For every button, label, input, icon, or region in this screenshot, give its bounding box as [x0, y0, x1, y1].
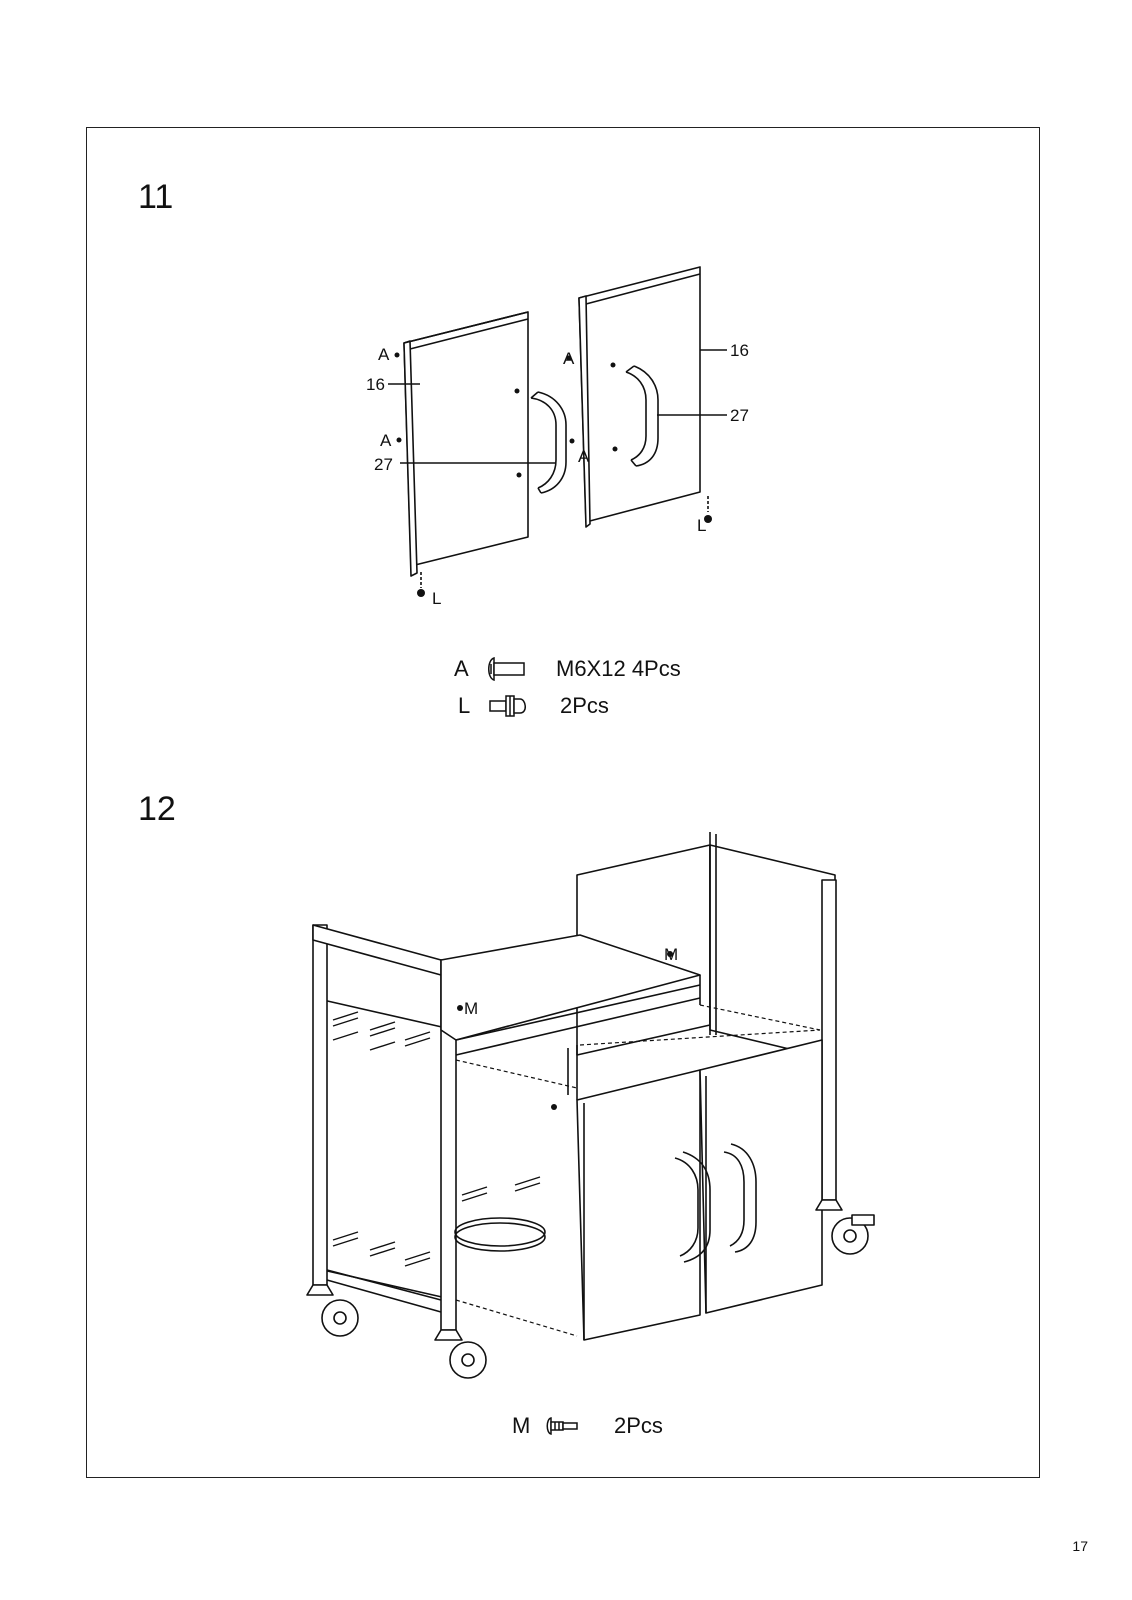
- callout-L: L: [432, 589, 441, 608]
- callout-27: 27: [374, 455, 393, 474]
- callout-M: M: [464, 999, 478, 1018]
- left-door-handle: [530, 391, 567, 494]
- bolt-icon: [488, 657, 525, 681]
- step-12-number: 12: [138, 790, 176, 828]
- hardware-spec: M6X12 4Pcs: [556, 656, 681, 681]
- callout-16: 16: [730, 341, 749, 360]
- callout-27: 27: [730, 406, 749, 425]
- hardware-spec: 2Pcs: [614, 1413, 663, 1438]
- hardware-letter: L: [458, 693, 471, 718]
- callout-A: A: [380, 431, 392, 450]
- instruction-frame: [86, 127, 1040, 1478]
- hardware-letter: M: [512, 1413, 531, 1438]
- left-door-panel: [403, 311, 529, 577]
- right-door-handle: [625, 365, 659, 467]
- callout-A: A: [378, 345, 390, 364]
- step-11-diagram: A 16 A 27 L A A 16 27 L: [366, 266, 749, 608]
- hardware-row-M: M 2Pcs: [512, 1413, 663, 1439]
- right-door-panel: [578, 266, 701, 528]
- callout-A: A: [578, 447, 590, 466]
- callout-16: 16: [366, 375, 385, 394]
- screw-icon: [546, 1417, 578, 1435]
- step-11-number: 11: [138, 178, 174, 216]
- callout-L: L: [697, 516, 706, 535]
- hardware-row-L: L 2Pcs: [458, 693, 609, 719]
- callout-M: M: [664, 945, 678, 964]
- casters: [306, 1199, 875, 1379]
- hardware-letter: A: [454, 656, 469, 681]
- callout-A: A: [563, 349, 575, 368]
- assembled-doors: [576, 1039, 823, 1341]
- page-number: 17: [1072, 1538, 1088, 1554]
- hardware-spec: 2Pcs: [560, 693, 609, 718]
- hardware-row-A: A M6X12 4Pcs: [454, 656, 681, 682]
- leveling-foot-icon: [489, 695, 526, 717]
